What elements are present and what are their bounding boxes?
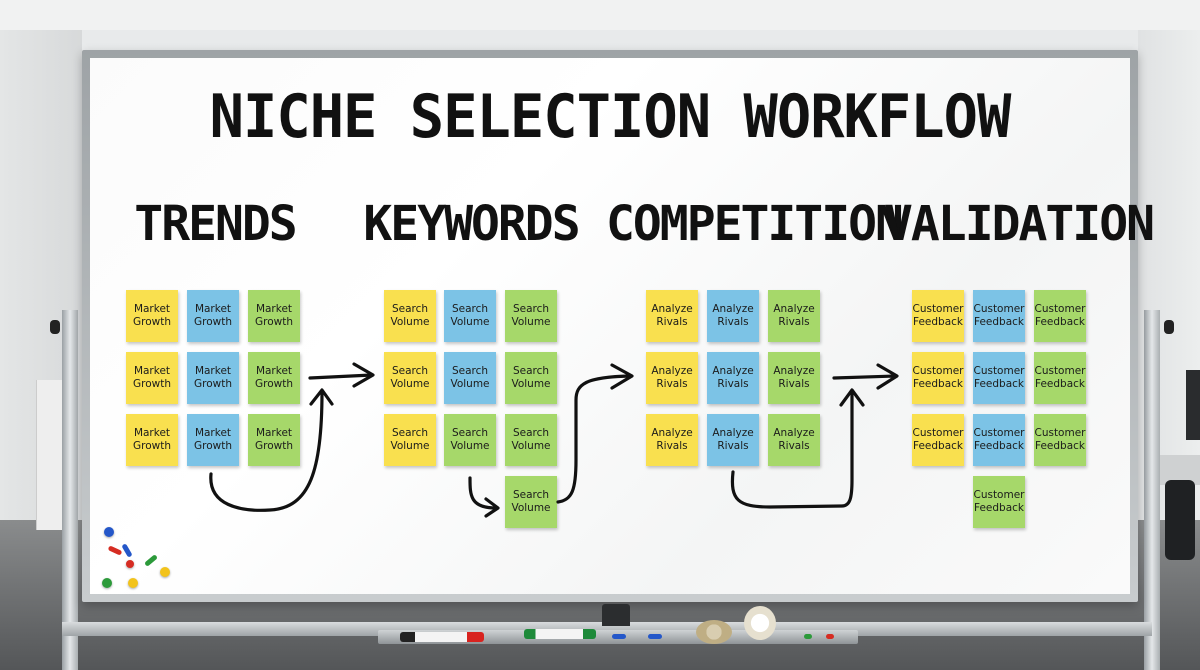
magnet-blue bbox=[104, 527, 114, 537]
tray-pin-green bbox=[804, 634, 812, 639]
sticky-note-trends-1: Market Growth bbox=[126, 290, 178, 342]
sticky-note-validation-7: Customer Feedback bbox=[912, 414, 964, 466]
sticky-note-keywords-4: Search Volume bbox=[384, 352, 436, 404]
sticky-note-trends-2: Market Growth bbox=[187, 290, 239, 342]
sticky-note-keywords-6: Search Volume bbox=[505, 352, 557, 404]
sticky-note-keywords-10: Search Volume bbox=[505, 476, 557, 528]
magnet-yellow-1 bbox=[128, 578, 138, 588]
tape-roll-2 bbox=[744, 606, 776, 640]
sticky-note-keywords-3: Search Volume bbox=[505, 290, 557, 342]
tray-pin-blue bbox=[612, 634, 626, 639]
stand-crossbar bbox=[62, 622, 1152, 636]
sticky-note-validation-8: Customer Feedback bbox=[973, 414, 1025, 466]
magnet-green bbox=[102, 578, 112, 588]
board-title: NICHE SELECTION WORKFLOW bbox=[209, 82, 1012, 152]
sticky-note-competition-3: Analyze Rivals bbox=[768, 290, 820, 342]
sticky-note-competition-1: Analyze Rivals bbox=[646, 290, 698, 342]
column-title-competition: COMPETITION bbox=[606, 196, 904, 252]
red-marker bbox=[400, 632, 484, 642]
sticky-note-trends-3: Market Growth bbox=[248, 290, 300, 342]
column-title-validation: VALIDATION bbox=[884, 196, 1155, 252]
sticky-note-keywords-7: Search Volume bbox=[384, 414, 436, 466]
sticky-note-keywords-9: Search Volume bbox=[505, 414, 557, 466]
sticky-note-competition-9: Analyze Rivals bbox=[768, 414, 820, 466]
sticky-note-trends-8: Market Growth bbox=[187, 414, 239, 466]
sticky-note-keywords-1: Search Volume bbox=[384, 290, 436, 342]
sticky-note-keywords-8: Search Volume bbox=[444, 414, 496, 466]
sticky-note-trends-7: Market Growth bbox=[126, 414, 178, 466]
stand-knob-left bbox=[50, 320, 60, 334]
stand-post-right bbox=[1144, 310, 1160, 670]
sticky-note-validation-4: Customer Feedback bbox=[912, 352, 964, 404]
sticky-note-competition-5: Analyze Rivals bbox=[707, 352, 759, 404]
sticky-note-validation-6: Customer Feedback bbox=[1034, 352, 1086, 404]
sticky-note-validation-1: Customer Feedback bbox=[912, 290, 964, 342]
sticky-note-keywords-2: Search Volume bbox=[444, 290, 496, 342]
column-title-trends: TRENDS bbox=[134, 196, 297, 252]
tape-roll-1 bbox=[696, 620, 732, 644]
office-chair bbox=[1165, 480, 1195, 560]
stand-post-left bbox=[62, 310, 78, 670]
sticky-note-validation-5: Customer Feedback bbox=[973, 352, 1025, 404]
sticky-note-validation-10: Customer Feedback bbox=[973, 476, 1025, 528]
sticky-note-competition-7: Analyze Rivals bbox=[646, 414, 698, 466]
green-marker bbox=[524, 629, 596, 639]
sticky-note-competition-2: Analyze Rivals bbox=[707, 290, 759, 342]
sticky-note-validation-2: Customer Feedback bbox=[973, 290, 1025, 342]
ceiling bbox=[0, 0, 1200, 30]
sticky-note-trends-5: Market Growth bbox=[187, 352, 239, 404]
tray-pin-red bbox=[826, 634, 834, 639]
sticky-note-keywords-5: Search Volume bbox=[444, 352, 496, 404]
sticky-note-validation-3: Customer Feedback bbox=[1034, 290, 1086, 342]
sticky-note-competition-8: Analyze Rivals bbox=[707, 414, 759, 466]
magnet-red bbox=[126, 560, 134, 568]
tray-pin-blue-2 bbox=[648, 634, 662, 639]
sticky-note-validation-9: Customer Feedback bbox=[1034, 414, 1086, 466]
office-monitor bbox=[1186, 370, 1200, 440]
sticky-note-competition-6: Analyze Rivals bbox=[768, 352, 820, 404]
sticky-note-trends-6: Market Growth bbox=[248, 352, 300, 404]
column-title-keywords: KEYWORDS bbox=[363, 196, 580, 252]
sticky-note-trends-4: Market Growth bbox=[126, 352, 178, 404]
sticky-note-trends-9: Market Growth bbox=[248, 414, 300, 466]
tray-clip bbox=[602, 604, 630, 626]
magnet-yellow-2 bbox=[160, 567, 170, 577]
sticky-note-competition-4: Analyze Rivals bbox=[646, 352, 698, 404]
stand-knob-right bbox=[1164, 320, 1174, 334]
